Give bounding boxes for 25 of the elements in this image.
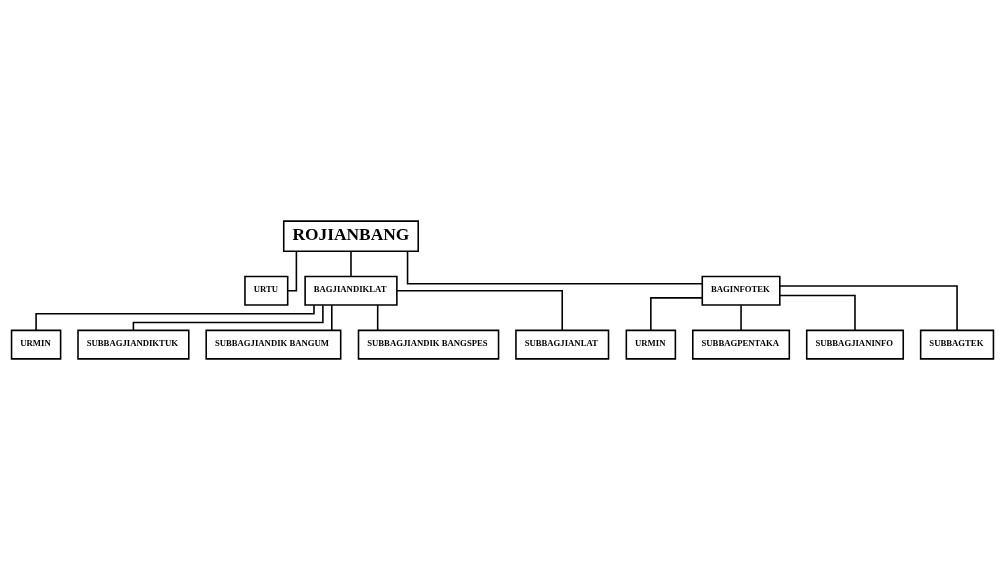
- node-box: URMIN: [625, 329, 677, 360]
- connector: [779, 294, 856, 331]
- connector: [376, 304, 379, 331]
- connector: [779, 285, 958, 331]
- connector: [132, 304, 324, 331]
- connector: [406, 250, 703, 285]
- node-box: BAGINFOTEK: [701, 275, 781, 306]
- node-box: SUBBAGJIANDIK BANGUM: [205, 329, 342, 360]
- node-box: URMIN: [10, 329, 62, 360]
- connector: [287, 250, 298, 292]
- connector: [396, 290, 564, 331]
- connector: [740, 304, 742, 331]
- node-box: SUBBAGTEK: [919, 329, 995, 360]
- node-box: SUBBAGJIANINFO: [805, 329, 905, 360]
- node-box: SUBBAGJIANLAT: [515, 329, 610, 360]
- connector: [35, 304, 315, 332]
- node-box: SUBBAGPENTAKA: [692, 329, 791, 360]
- node-box: SUBBAGJIANDIKTUK: [77, 329, 190, 360]
- node-box: BAGJIANDIKLAT: [304, 275, 398, 306]
- connector: [331, 304, 333, 331]
- connector: [650, 297, 704, 332]
- node-box: URTU: [244, 275, 289, 306]
- node-box: ROJIANBANG: [282, 220, 420, 252]
- connector: [350, 250, 352, 278]
- node-box: SUBBAGJIANDIK BANGSPES: [357, 329, 500, 360]
